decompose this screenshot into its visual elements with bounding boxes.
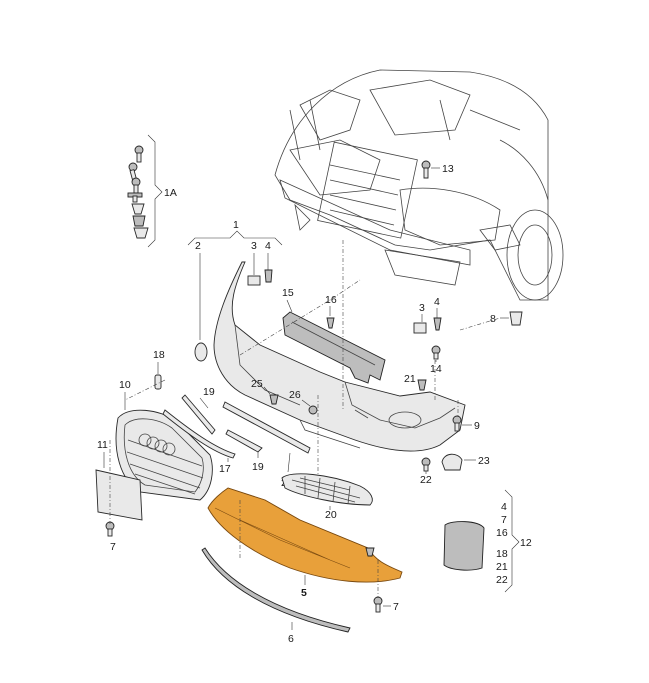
trim-strip-19-lower-part — [225, 429, 263, 453]
label-17: 17 — [219, 463, 231, 475]
label-4-right: 4 — [434, 296, 440, 308]
label-12: 12 — [520, 537, 532, 549]
bracket-18-part — [154, 374, 162, 390]
label-4-top: 4 — [265, 240, 271, 252]
label-20: 20 — [325, 509, 337, 521]
kit-12-item-5: 21 — [496, 561, 508, 573]
kit-12-item-1: 4 — [501, 501, 507, 513]
tow-eye-cover-part — [194, 342, 208, 362]
label-5: 5 — [301, 587, 307, 599]
four-rings-logo — [138, 433, 176, 456]
bumper-cover-part — [213, 261, 466, 452]
label-3-right: 3 — [419, 302, 425, 314]
parts-bag-12-part — [443, 521, 485, 571]
bolt-7-left-part — [105, 521, 115, 537]
bolt-13-part — [421, 160, 431, 179]
bumper-carrier-part — [282, 311, 386, 384]
trim-strip-17-part — [162, 409, 236, 459]
bolt-9-part — [452, 415, 462, 432]
label-1: 1 — [233, 219, 239, 231]
label-14: 14 — [430, 363, 442, 375]
bolt-7-right-part — [373, 596, 383, 613]
vehicle-front-sketch — [274, 69, 564, 301]
side-grille-insert-part — [281, 473, 373, 506]
clip-25-part — [269, 394, 279, 405]
label-7-left: 7 — [110, 541, 116, 553]
label-16: 16 — [325, 294, 337, 306]
label-15: 15 — [282, 287, 294, 299]
label-7-right: 7 — [393, 601, 399, 613]
label-13: 13 — [442, 163, 454, 175]
fastener-set-1a — [127, 145, 149, 239]
kit-12-item-3: 16 — [496, 527, 508, 539]
assembly-guide-lines — [109, 240, 501, 598]
label-10: 10 — [119, 379, 131, 391]
kit-12-item-2: 7 — [501, 514, 507, 526]
label-21: 21 — [404, 373, 416, 385]
label-22: 22 — [420, 474, 432, 486]
kit-12-item-4: 18 — [496, 548, 508, 560]
label-19-lower: 19 — [252, 461, 264, 473]
radiator-grille-part — [115, 409, 213, 501]
label-11: 11 — [97, 439, 108, 451]
trim-strip-24-part — [222, 401, 311, 454]
clip-3-part — [247, 275, 261, 286]
clip-3-right-part — [413, 322, 427, 334]
bolt-14-part — [431, 345, 441, 360]
label-6: 6 — [288, 633, 294, 645]
clip-16-part — [326, 317, 335, 329]
trim-strip-19-upper-part — [181, 394, 216, 435]
clip-4-part — [264, 269, 273, 283]
kit-12-item-6: 22 — [496, 574, 508, 586]
underbody-panel-5-highlighted-part — [207, 487, 403, 583]
nut-21-part — [417, 379, 427, 391]
clip-8-part — [509, 311, 523, 326]
label-25: 25 — [251, 378, 263, 390]
label-18: 18 — [153, 349, 165, 361]
spoiler-strip-6-part — [201, 547, 351, 633]
label-8: 8 — [490, 313, 496, 325]
clip-22-part — [421, 457, 431, 472]
clip-4-right-part — [433, 317, 442, 331]
label-3-top: 3 — [251, 240, 257, 252]
clip-26-part — [308, 405, 318, 415]
license-plate-bracket-part — [95, 469, 143, 521]
label-2: 2 — [195, 240, 201, 252]
label-23: 23 — [478, 455, 490, 467]
clip-near-5-part — [365, 547, 375, 557]
label-9: 9 — [474, 420, 480, 432]
label-19-upper: 19 — [203, 386, 215, 398]
label-1a: 1A — [164, 187, 177, 199]
label-26: 26 — [289, 389, 301, 401]
tow-eye-cap-23-part — [441, 453, 463, 471]
